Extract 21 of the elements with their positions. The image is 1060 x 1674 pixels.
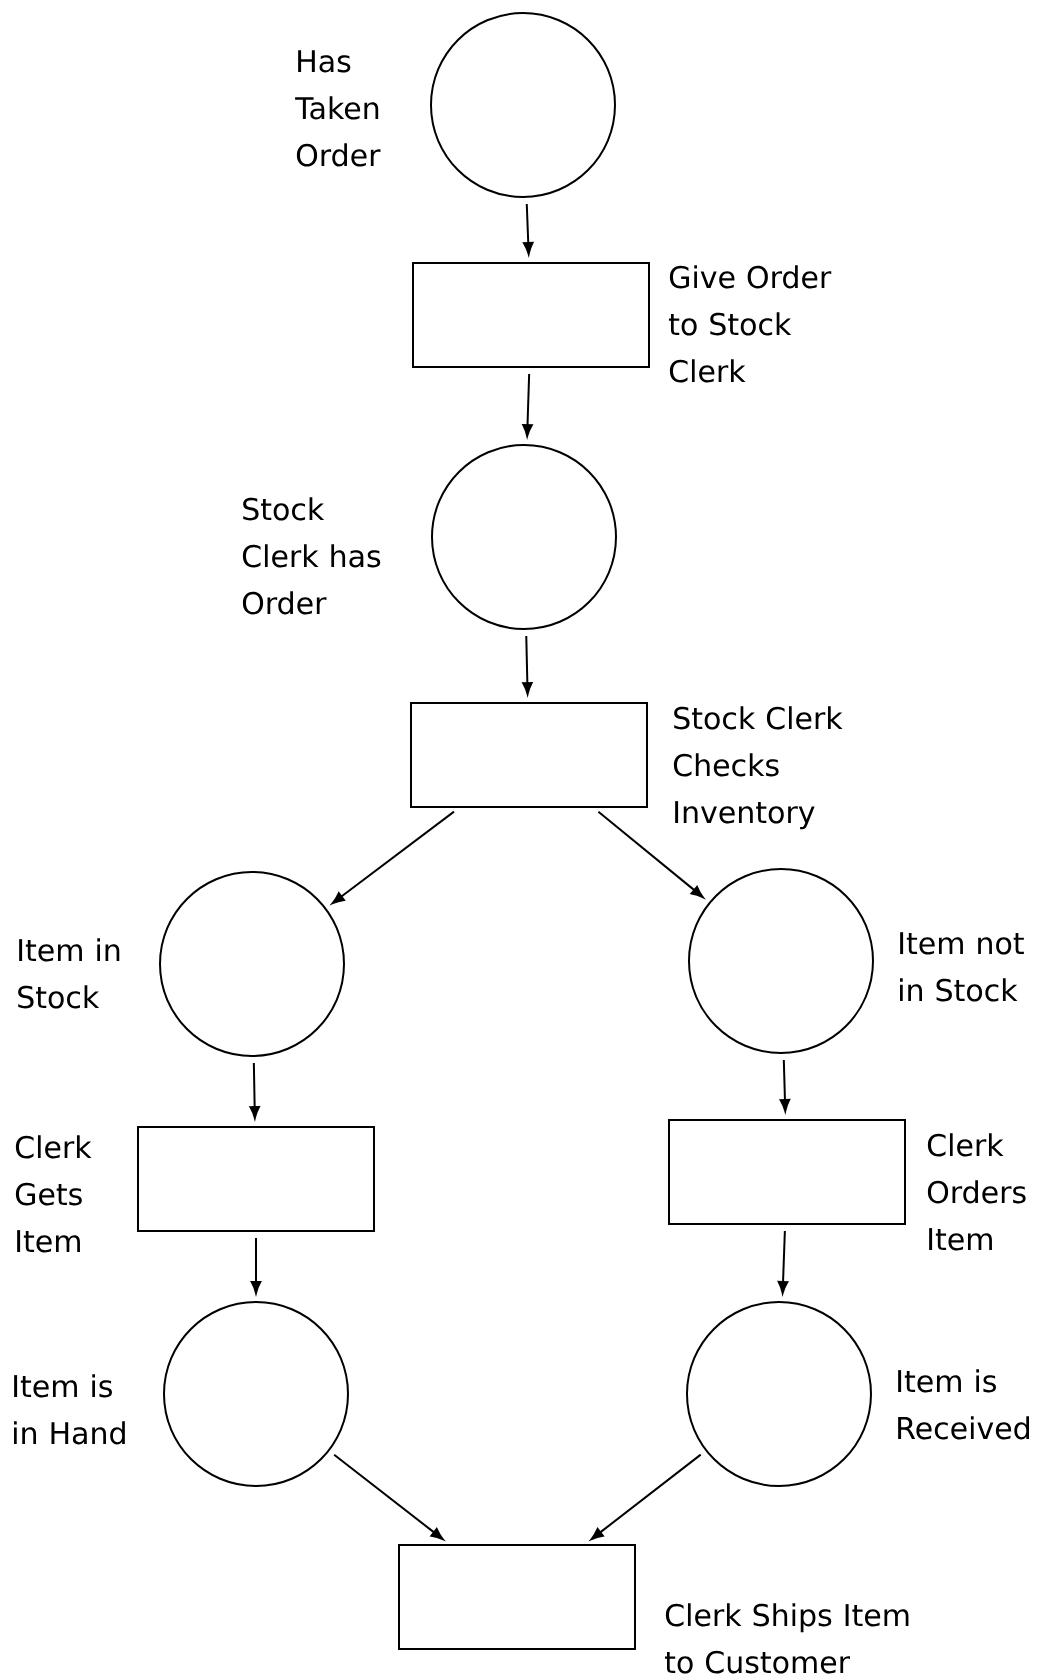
arrow — [333, 1453, 444, 1541]
arrow — [331, 810, 456, 905]
node-label: Item is in Hand — [14, 1374, 125, 1445]
node-label: Stock Clerk has Order — [242, 497, 381, 615]
node-label: Item is Received — [898, 1369, 1029, 1440]
node-label: Item not in Stock — [900, 932, 1024, 1002]
node-label: Item in Stock — [18, 938, 120, 1009]
arrow — [590, 1453, 702, 1541]
arrow — [250, 1237, 262, 1294]
arrow — [522, 373, 533, 437]
arrow — [779, 1058, 791, 1112]
arrow — [249, 1062, 260, 1119]
arrow — [522, 635, 533, 695]
arrow — [523, 202, 534, 255]
node-label: Clerk Gets Item — [15, 1135, 92, 1253]
node-label: Clerk Ships Item to Customer — [665, 1603, 909, 1674]
node-label: Give Order to Stock Clerk — [669, 265, 832, 383]
node-label: Stock Clerk Checks Inventory — [673, 706, 843, 830]
node-label: Clerk Orders Item — [927, 1133, 1026, 1251]
node-label: Has Taken Order — [295, 50, 381, 167]
arrow — [597, 810, 704, 898]
